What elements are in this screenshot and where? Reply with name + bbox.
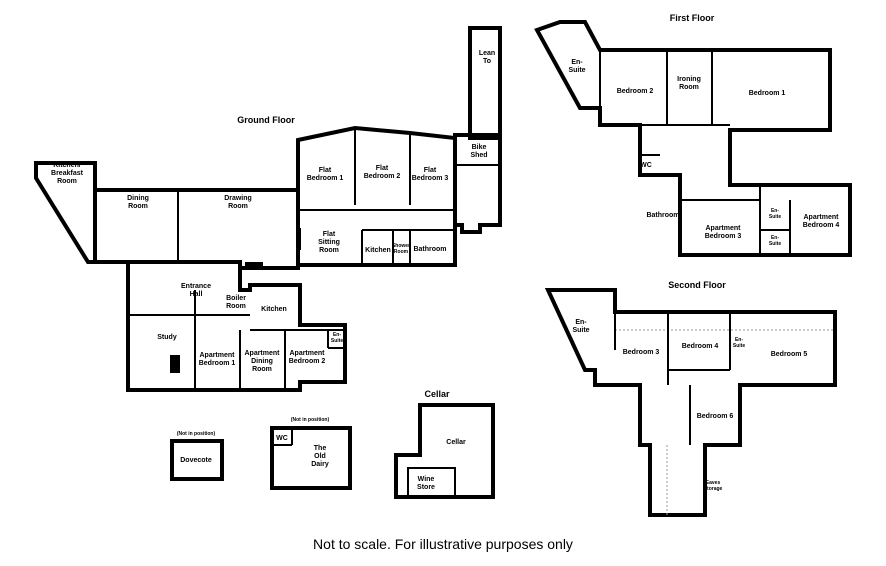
- room-label: Storage: [704, 486, 723, 492]
- room-label: Apartment: [199, 352, 235, 359]
- room-label: Study: [157, 334, 177, 341]
- room-label: Old: [314, 453, 326, 460]
- lower-block-wall: [126, 260, 347, 392]
- room-label: En-: [571, 59, 583, 66]
- room-label: Shed: [470, 152, 487, 159]
- room-label: Room: [57, 178, 77, 185]
- room-label: Kitchen: [365, 247, 391, 254]
- room-label: Bedroom 1: [307, 175, 344, 182]
- room-label: Bedroom 2: [364, 173, 401, 180]
- room-label: The: [314, 445, 327, 452]
- room-label: En-: [735, 337, 743, 343]
- room-label: Room: [679, 84, 699, 91]
- room-label: Bedroom 4: [803, 222, 840, 229]
- room-label: Wine: [418, 476, 435, 483]
- room-label: Sitting: [318, 239, 340, 246]
- cellar-wall: [394, 403, 495, 499]
- room-label: Bedroom 5: [771, 351, 808, 358]
- room-label: Room: [394, 249, 409, 255]
- room-label: Suite: [572, 327, 589, 334]
- room-label: En-: [771, 208, 779, 214]
- room-label: Kitchen: [261, 306, 287, 313]
- room-label: Apartment: [244, 350, 280, 357]
- room-label: Bedroom 2: [289, 358, 326, 365]
- dovecote-note: (Not in position): [177, 431, 216, 437]
- room-label: Ironing: [677, 76, 701, 83]
- room-label: Bedroom 6: [697, 413, 734, 420]
- room-label: To: [483, 58, 491, 65]
- room-label: Bathroom: [646, 212, 679, 219]
- room-label: Shower: [392, 243, 410, 249]
- lean-to-wall: [468, 26, 502, 140]
- second-floor: Second Floor En- Suite Bedroom 3 Bedroom…: [544, 280, 837, 517]
- ground-floor: Ground Floor Kitchen/ Breakfast: [34, 26, 502, 392]
- room-label: Eaves: [706, 480, 721, 486]
- room-label: Dining: [251, 358, 273, 365]
- second-floor-wall: [544, 288, 837, 517]
- room-label: Flat: [376, 165, 389, 172]
- room-label: Room: [252, 366, 272, 373]
- room-label: Bedroom 3: [412, 175, 449, 182]
- room-label: Suite: [769, 214, 781, 220]
- room-label: Bike: [472, 144, 487, 151]
- room-label: Bedroom 4: [682, 343, 719, 350]
- dovecote-wall: [170, 439, 224, 481]
- room-label: Dairy: [311, 461, 329, 468]
- room-label: Apartment: [803, 214, 839, 221]
- room-label: Room: [319, 247, 339, 254]
- outbuildings: (Not in position) Dovecote (Not in posit…: [170, 417, 352, 490]
- room-label: Flat: [323, 231, 336, 238]
- room-label: Room: [128, 203, 148, 210]
- room-label: En-: [575, 319, 587, 326]
- room-label: Room: [228, 203, 248, 210]
- room-label: Dining: [127, 195, 149, 202]
- old-dairy-wall: [270, 426, 352, 490]
- room-label: Drawing: [224, 195, 252, 202]
- room-label: En-: [333, 332, 341, 338]
- ground-floor-title: Ground Floor: [237, 115, 295, 125]
- room-label: Kitchen/: [53, 162, 81, 169]
- room-label: Lean: [479, 50, 495, 57]
- room-label: Bathroom: [413, 246, 446, 253]
- first-floor-wall: [534, 20, 852, 257]
- cellar-title: Cellar: [424, 389, 450, 399]
- room-label: Room: [226, 303, 246, 310]
- room-label: Hall: [190, 291, 203, 298]
- kitchen-breakfast-room-wall: [34, 161, 97, 264]
- room-label: Bedroom 3: [705, 233, 742, 240]
- disclaimer: Not to scale. For illustrative purposes …: [313, 536, 573, 552]
- room-label: Entrance: [181, 283, 211, 290]
- room-label: En-: [771, 235, 779, 241]
- cellar: Cellar Cellar Wine Store: [394, 389, 495, 499]
- room-label: Breakfast: [51, 170, 84, 177]
- second-floor-title: Second Floor: [668, 280, 726, 290]
- room-label: Bedroom 3: [623, 349, 660, 356]
- dairy-note: (Not in position): [291, 417, 330, 423]
- room-label: WC: [276, 435, 288, 442]
- room-label: Suite: [568, 67, 585, 74]
- room-label: Boiler: [226, 295, 246, 302]
- room-label: Bedroom 1: [199, 360, 236, 367]
- room-label: Suite: [769, 241, 781, 247]
- room-label: Flat: [319, 167, 332, 174]
- room-label: Bedroom 2: [617, 88, 654, 95]
- room-label: Suite: [331, 338, 343, 344]
- room-label: Apartment: [705, 225, 741, 232]
- first-floor: First Floor En- Suite Bedroom 2 Ironing …: [534, 13, 852, 257]
- room-label: WC: [640, 162, 652, 169]
- room-label: Apartment: [289, 350, 325, 357]
- room-label: Cellar: [446, 439, 466, 446]
- room-label: Bedroom 1: [749, 90, 786, 97]
- first-floor-title: First Floor: [670, 13, 715, 23]
- dining-drawing-wall: [93, 188, 300, 270]
- room-label: Flat: [424, 167, 437, 174]
- room-label: Dovecote: [180, 457, 212, 464]
- room-label: Store: [417, 484, 435, 491]
- room-label: Suite: [733, 343, 745, 349]
